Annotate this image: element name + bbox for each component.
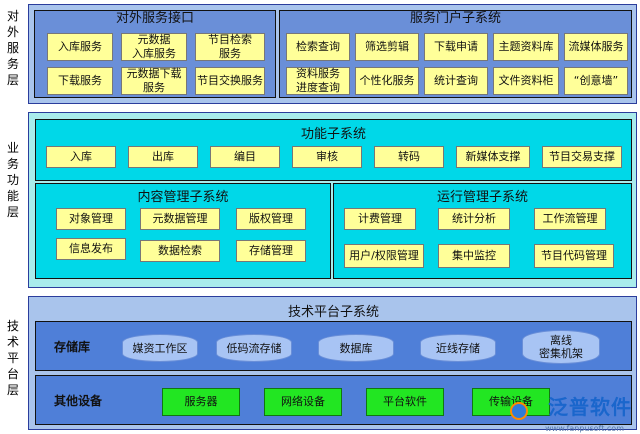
external-interface-panel: 对外服务接口 入库服务 元数据 入库服务 节目检索 服务 下载服务 元数据下载 … [34, 10, 276, 98]
function-item: 审核 [292, 146, 362, 168]
technical-platform-layer: 技术平台子系统 存储库 媒资工作区 低码流存储 数据库 近线存储 离线 密集机架… [28, 296, 637, 430]
operation-item: 工作流管理 [534, 208, 606, 230]
layer-label-business: 业务功能层 [6, 141, 19, 219]
business-function-layer: 功能子系统 入库 出库 编目 审核 转码 新媒体支撑 节目交易支撑 内容管理子系… [28, 112, 637, 288]
storage-item: 数据库 [318, 334, 394, 362]
operation-management-panel: 运行管理子系统 计费管理 统计分析 工作流管理 用户/权限管理 集中监控 节目代… [333, 183, 632, 279]
function-subsystem-title: 功能子系统 [300, 127, 366, 142]
logo-icon [510, 402, 528, 420]
function-subsystem-panel: 功能子系统 入库 出库 编目 审核 转码 新媒体支撑 节目交易支撑 [35, 119, 632, 181]
external-item: 入库服务 [47, 33, 113, 61]
content-item: 版权管理 [236, 208, 306, 230]
watermark-logo: 泛普软件 [548, 395, 632, 419]
layer-label-platform: 技术平台层 [6, 319, 19, 397]
portal-item: 文件资料柜 [493, 67, 559, 95]
device-item: 网络设备 [264, 388, 342, 416]
portal-item: 个性化服务 [355, 67, 419, 95]
external-interface-title: 对外服务接口 [115, 11, 194, 26]
watermark-url: www.fanpusoft.com [545, 424, 624, 433]
content-item: 数据检索 [140, 240, 220, 262]
storage-item: 媒资工作区 [122, 334, 198, 362]
operation-management-title: 运行管理子系统 [436, 190, 528, 205]
storage-item: 离线 密集机架 [522, 330, 600, 364]
portal-item: 筛选剪辑 [355, 33, 419, 61]
external-item: 下载服务 [47, 67, 113, 95]
operation-item: 统计分析 [438, 208, 510, 230]
function-item: 新媒体支撑 [456, 146, 530, 168]
device-item: 平台软件 [366, 388, 444, 416]
device-item: 服务器 [162, 388, 240, 416]
storage-item: 低码流存储 [216, 334, 292, 362]
function-item: 入库 [46, 146, 116, 168]
portal-item: 资料服务 进度查询 [286, 67, 350, 95]
content-item: 存储管理 [236, 240, 306, 262]
external-item: 节目检索 服务 [195, 33, 265, 61]
content-item: 元数据管理 [140, 208, 220, 230]
content-management-panel: 内容管理子系统 对象管理 元数据管理 版权管理 信息发布 数据检索 存储管理 [35, 183, 331, 279]
function-item: 转码 [374, 146, 444, 168]
storage-item: 近线存储 [420, 334, 496, 362]
external-item: 节目交换服务 [195, 67, 265, 95]
storage-panel: 存储库 媒资工作区 低码流存储 数据库 近线存储 离线 密集机架 [35, 321, 632, 371]
operation-item: 用户/权限管理 [344, 244, 424, 268]
content-management-title: 内容管理子系统 [137, 190, 229, 205]
operation-item: 节目代码管理 [534, 244, 614, 268]
devices-label: 其他设备 [54, 394, 103, 408]
function-item: 出库 [128, 146, 198, 168]
tech-platform-title: 技术平台子系统 [287, 305, 379, 320]
portal-panel: 服务门户子系统 检索查询 筛选剪辑 下载申请 主题资料库 流媒体服务 资料服务 … [279, 10, 632, 98]
layer-label-external: 对外服务层 [6, 9, 19, 87]
function-item: 节目交易支撑 [542, 146, 622, 168]
external-item: 元数据下载 服务 [121, 67, 187, 95]
portal-item: 检索查询 [286, 33, 350, 61]
devices-panel: 其他设备 服务器 网络设备 平台软件 传输设备 [35, 375, 632, 425]
operation-item: 集中监控 [438, 244, 510, 268]
operation-item: 计费管理 [344, 208, 416, 230]
portal-item: 流媒体服务 [564, 33, 628, 61]
portal-item: 主题资料库 [493, 33, 559, 61]
external-item: 元数据 入库服务 [121, 33, 187, 61]
external-service-layer: 对外服务接口 入库服务 元数据 入库服务 节目检索 服务 下载服务 元数据下载 … [28, 4, 637, 104]
content-item: 信息发布 [56, 238, 126, 260]
storage-label: 存储库 [54, 340, 91, 354]
portal-item: “创意墙” [564, 67, 628, 95]
content-item: 对象管理 [56, 208, 126, 230]
portal-item: 统计查询 [424, 67, 488, 95]
function-item: 编目 [210, 146, 280, 168]
portal-item: 下载申请 [424, 33, 488, 61]
portal-title: 服务门户子系统 [409, 11, 501, 26]
